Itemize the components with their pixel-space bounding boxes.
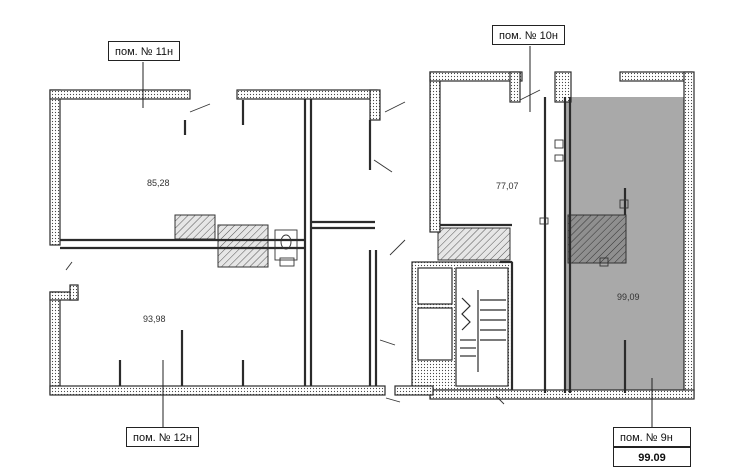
unit-10-callout: пом. № 10н <box>492 25 565 45</box>
leader-lines <box>142 46 653 427</box>
stair-core <box>411 261 513 391</box>
unit-12-area: 93,98 <box>143 314 166 324</box>
hatched-zone <box>437 227 511 261</box>
hatched-zone <box>217 224 269 268</box>
unit-11-callout: пом. № 11н <box>108 41 181 61</box>
unit-9-area: 99,09 <box>617 292 640 302</box>
unit-12-callout: пом. № 12н <box>126 427 199 447</box>
fixtures <box>65 89 629 405</box>
hatched-zone <box>174 214 216 240</box>
unit-10-area: 77,07 <box>496 181 519 191</box>
unit-9-callout: пом. № 9н <box>613 427 691 447</box>
exterior-walls <box>49 71 695 400</box>
interior-walls <box>60 97 627 393</box>
hatched-zone <box>567 214 627 264</box>
unit-9-area-box: 99.09 <box>613 447 691 467</box>
unit-11-area: 85,28 <box>147 178 170 188</box>
